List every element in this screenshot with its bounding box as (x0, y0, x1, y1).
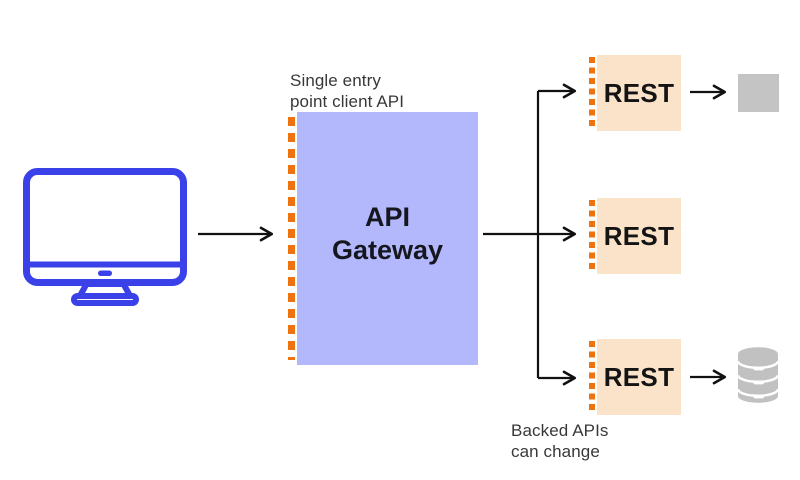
backend-annotation: Backed APIs can change (511, 420, 609, 462)
rest-middle-label: REST (603, 220, 675, 251)
rest-middle-dashed-border (589, 200, 595, 272)
rest-service-top: REST (597, 55, 681, 131)
backend-annotation-line1: Backed APIs (511, 421, 609, 440)
backend-annotation-line2: can change (511, 442, 600, 461)
api-gateway-label: API Gateway (331, 201, 444, 265)
rest-bottom-dashed-border (589, 341, 595, 413)
rest-top-label: REST (603, 77, 675, 108)
api-gateway-node: API Gateway (297, 112, 478, 365)
desktop-monitor-icon (23, 168, 187, 306)
gateway-annotation: Single entry point client API (290, 70, 404, 112)
gateway-annotation-line1: Single entry (290, 71, 381, 90)
rest-top-dashed-border (589, 57, 595, 129)
rest-bottom-label: REST (603, 361, 675, 392)
generic-backend-gray-square (738, 74, 779, 112)
database-icon (737, 347, 779, 403)
rest-service-bottom: REST (597, 339, 681, 415)
rest-service-middle: REST (597, 198, 681, 274)
gateway-annotation-line2: point client API (290, 92, 405, 111)
gateway-dashed-border (288, 117, 295, 360)
